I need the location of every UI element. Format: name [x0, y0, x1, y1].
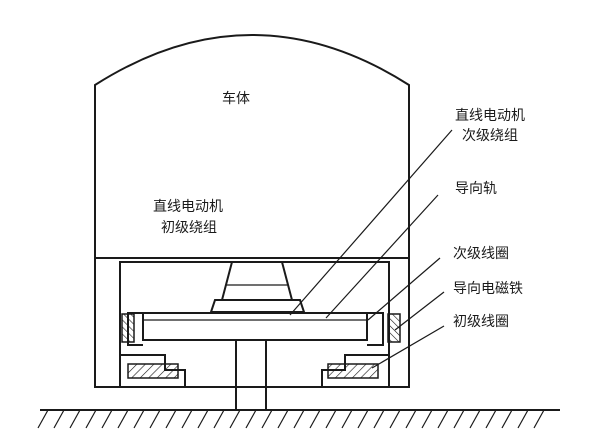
ground-hatch-tick — [117, 409, 129, 429]
vehicle-body-outline — [94, 34, 410, 388]
right-guide-bracket — [367, 312, 384, 346]
ground-hatch-tick — [309, 409, 321, 429]
ground-hatching — [37, 409, 545, 429]
leader-guide-rail — [325, 194, 439, 319]
ground-hatch-tick — [245, 409, 257, 429]
ground-hatch-tick — [357, 409, 369, 429]
ground-hatch-tick — [517, 409, 529, 429]
secondary-winding-label-2: 次级绕组 — [462, 128, 518, 144]
ground-hatch-tick — [197, 409, 209, 429]
ground-hatch-tick — [405, 409, 417, 429]
ground-hatch-tick — [341, 409, 353, 429]
ground-hatch-tick — [501, 409, 513, 429]
ground-hatch-tick — [261, 409, 273, 429]
primary-winding-label-2: 初级绕组 — [161, 219, 217, 236]
ground-hatch-tick — [133, 409, 145, 429]
primary-winding-label-1: 直线电动机 — [153, 198, 223, 215]
left-secondary-coil — [121, 313, 135, 343]
ground-hatch-tick — [453, 409, 465, 429]
secondary-coil-label: 次级线圈 — [453, 246, 509, 262]
leader-primary-coil — [371, 325, 445, 369]
ground-hatch-tick — [293, 409, 305, 429]
primary-winding — [220, 261, 294, 301]
guide-rail-plate — [142, 312, 368, 341]
right-secondary-coil — [387, 313, 401, 343]
leader-secondary-coil — [367, 257, 441, 321]
ground-hatch-tick — [469, 409, 481, 429]
primary-coil-label: 初级线圈 — [453, 313, 509, 330]
left-primary-coil — [127, 363, 179, 379]
ground-hatch-tick — [229, 409, 241, 429]
ground-hatch-tick — [149, 409, 161, 429]
right-primary-coil — [327, 363, 379, 379]
ground-hatch-tick — [437, 409, 449, 429]
ground-hatch-tick — [485, 409, 497, 429]
secondary-winding-label-1: 直线电动机 — [455, 107, 525, 124]
ground-hatch-tick — [37, 409, 49, 429]
ground-hatch-tick — [85, 409, 97, 429]
ground-hatch-tick — [277, 409, 289, 429]
guide-magnet-label: 导向电磁铁 — [453, 281, 523, 297]
ground-hatch-tick — [101, 409, 113, 429]
ground-hatch-tick — [533, 409, 545, 429]
leader-guide-magnet — [394, 291, 445, 331]
ground-hatch-tick — [165, 409, 177, 429]
ground-hatch-tick — [325, 409, 337, 429]
primary-winding-lower — [209, 299, 306, 313]
guide-rail-label: 导向轨 — [455, 181, 497, 197]
ground-hatch-tick — [53, 409, 65, 429]
ground-hatch-tick — [69, 409, 81, 429]
ground-hatch-tick — [181, 409, 193, 429]
ground-hatch-tick — [421, 409, 433, 429]
ground-hatch-tick — [213, 409, 225, 429]
vehicle-body-label: 车体 — [222, 90, 250, 107]
ground-hatch-tick — [373, 409, 385, 429]
leader-secondary-winding — [289, 129, 453, 316]
ground-hatch-tick — [389, 409, 401, 429]
support-column — [235, 339, 267, 411]
